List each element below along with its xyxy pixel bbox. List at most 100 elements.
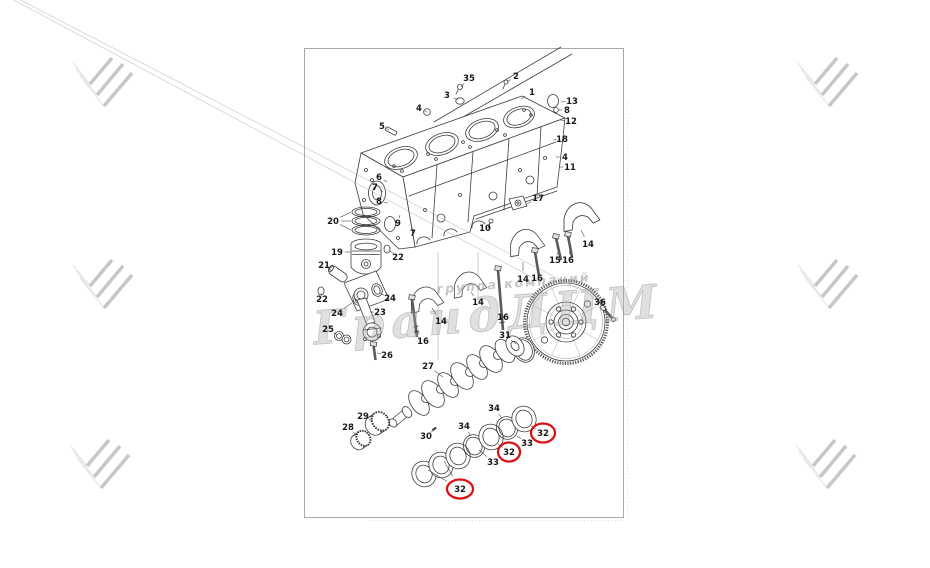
block-front-face-detail	[362, 168, 400, 240]
callout-7: 7	[372, 183, 378, 193]
cylinder-bores	[384, 105, 535, 170]
callout-15: 15	[549, 256, 561, 266]
leader-line-7	[379, 189, 384, 193]
callout-31: 31	[499, 331, 511, 341]
leader-line-15	[556, 251, 559, 256]
callout-7: 7	[410, 229, 416, 239]
chevron-mark-top-left	[71, 56, 134, 108]
chevron-mark-mid-right	[796, 258, 859, 310]
callout-28: 28	[342, 423, 354, 433]
callout-14: 14	[517, 275, 529, 285]
highlight-circle-32	[445, 478, 475, 500]
chevron-mark-top-right	[796, 56, 859, 108]
callout-12: 12	[565, 117, 577, 127]
callout-24: 24	[331, 309, 343, 319]
callout-8: 8	[376, 197, 382, 207]
leader-line-32	[427, 469, 448, 482]
callout-29: 29	[357, 412, 369, 422]
engine-block	[354, 95, 566, 250]
leader-line-24	[379, 292, 385, 296]
leader-line-2	[506, 79, 511, 83]
leader-line-21	[328, 268, 333, 272]
crankshaft-gears	[350, 410, 391, 451]
callout-21: 21	[318, 261, 330, 271]
callout-19: 19	[331, 248, 343, 258]
callout-3: 3	[444, 91, 450, 101]
leader-line-14	[580, 229, 585, 237]
leader-line-6	[383, 179, 388, 183]
callout-16: 16	[531, 274, 543, 284]
leader-line-22	[389, 250, 394, 254]
piston-pin	[327, 264, 348, 283]
callout-10: 10	[479, 224, 491, 234]
callout-17: 17	[532, 194, 544, 204]
callout-33: 33	[487, 458, 499, 468]
leader-line-28	[352, 431, 357, 436]
leader-line-32	[443, 460, 453, 477]
leader-line-16	[416, 329, 420, 335]
chevron-mark-bottom-right	[794, 438, 857, 490]
callout-4: 4	[562, 153, 568, 163]
highlight-circle-32	[529, 422, 557, 444]
leader-line-20	[340, 211, 352, 218]
callout-16: 16	[417, 337, 429, 347]
leader-line-35	[460, 83, 465, 88]
callout-13: 13	[566, 97, 578, 107]
callout-32-highlighted: 32	[503, 448, 515, 458]
callout-36: 36	[594, 298, 606, 308]
leader-line-16	[568, 249, 571, 255]
leader-line-17	[526, 201, 532, 205]
chevron-mark-bottom-left	[68, 438, 131, 490]
crankshaft	[388, 335, 525, 432]
piston-rings	[351, 206, 381, 236]
callout-24: 24	[384, 294, 396, 304]
block-side-detail	[408, 126, 558, 245]
leader-line-31	[511, 339, 517, 345]
callout-14: 14	[582, 240, 594, 250]
pin-circlips	[317, 244, 391, 296]
leader-line-14	[470, 291, 475, 297]
connecting-rod	[353, 287, 382, 361]
callout-14: 14	[472, 298, 484, 308]
leader-line-3	[453, 97, 459, 101]
leader-line-10	[488, 221, 492, 225]
flywheel-face-shading	[13, 0, 599, 356]
leader-line-33	[516, 435, 522, 440]
callout-14: 14	[435, 317, 447, 327]
leader-line-14	[431, 307, 437, 315]
leader-line-26	[376, 352, 382, 355]
chevron-mark-mid-left	[71, 258, 134, 310]
leader-line-34	[467, 431, 472, 437]
callout-34: 34	[458, 422, 470, 432]
piston	[350, 238, 382, 275]
leader-line-25	[333, 332, 338, 336]
leader-line-24	[343, 302, 353, 309]
leader-line-1	[520, 95, 526, 100]
callout-23: 23	[374, 308, 386, 318]
callout-34: 34	[488, 404, 500, 414]
callout-6: 6	[376, 173, 382, 183]
main-bearing-shells	[411, 405, 537, 488]
callout-26: 26	[381, 351, 393, 361]
callout-11: 11	[564, 163, 576, 173]
callout-2: 2	[513, 72, 519, 82]
callout-32-highlighted: 32	[454, 485, 466, 495]
callout-9: 9	[395, 219, 401, 229]
callout-8: 8	[564, 106, 570, 116]
cap-bolts	[408, 231, 574, 338]
flywheel-bolt-holes	[548, 306, 584, 338]
small-end-bushing	[334, 331, 352, 345]
thrust-bearing-bracket	[487, 195, 528, 229]
leader-line-5	[386, 128, 390, 131]
leader-line-30	[430, 429, 435, 433]
callout-4: 4	[416, 104, 422, 114]
leader-line-16	[500, 307, 503, 312]
crank-key	[431, 426, 437, 432]
main-bearing-caps	[410, 202, 601, 314]
ring-gear	[523, 279, 609, 365]
leader-line-27	[434, 370, 444, 378]
callout-16: 16	[562, 256, 574, 266]
